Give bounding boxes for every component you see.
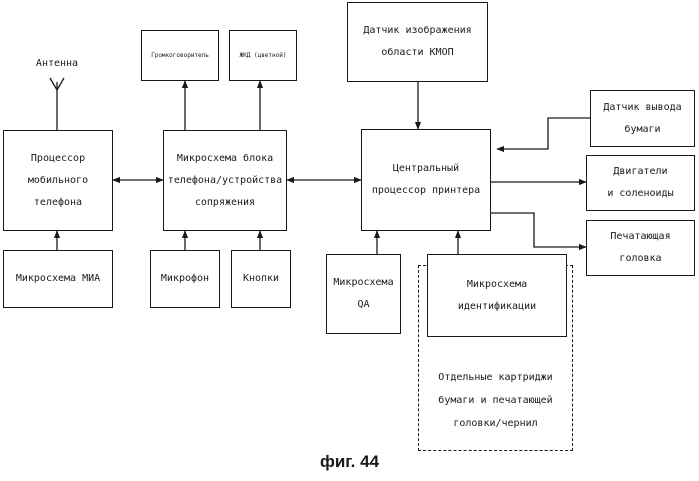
link-printer-printhead — [491, 213, 586, 247]
paper-sensor-block: Датчик вывода бумаги — [590, 90, 695, 147]
antenna-label: Антенна — [22, 58, 92, 69]
speaker-block: Громкоговоритель — [141, 30, 219, 81]
printer-cpu-block: Центральный процессор принтера — [361, 129, 491, 231]
printhead-block: Печатающая головка — [586, 220, 695, 276]
microphone-block: Микрофон — [150, 250, 220, 308]
cartridge-label: Отдельные картриджи бумаги и печатающей … — [420, 366, 571, 435]
figure-caption: фиг. 44 — [0, 452, 699, 472]
ma-chip-block: Микросхема МИА — [3, 250, 113, 308]
antenna-icon — [50, 78, 64, 130]
mobile-cpu-block: Процессор мобильного телефона — [3, 130, 113, 231]
buttons-block: Кнопки — [231, 250, 291, 308]
link-paper-printer — [497, 118, 590, 149]
qa-chip-block: Микросхема QA — [326, 254, 401, 334]
cmos-sensor-block: Датчик изображения области КМОП — [347, 2, 488, 82]
lcd-block: ЖКД (цветной) — [229, 30, 297, 81]
motors-block: Двигатели и соленоиды — [586, 155, 695, 211]
interface-chip-block: Микросхема блока телефона/устройства соп… — [163, 130, 287, 231]
id-chip-block: Микросхема идентификации — [427, 254, 567, 337]
